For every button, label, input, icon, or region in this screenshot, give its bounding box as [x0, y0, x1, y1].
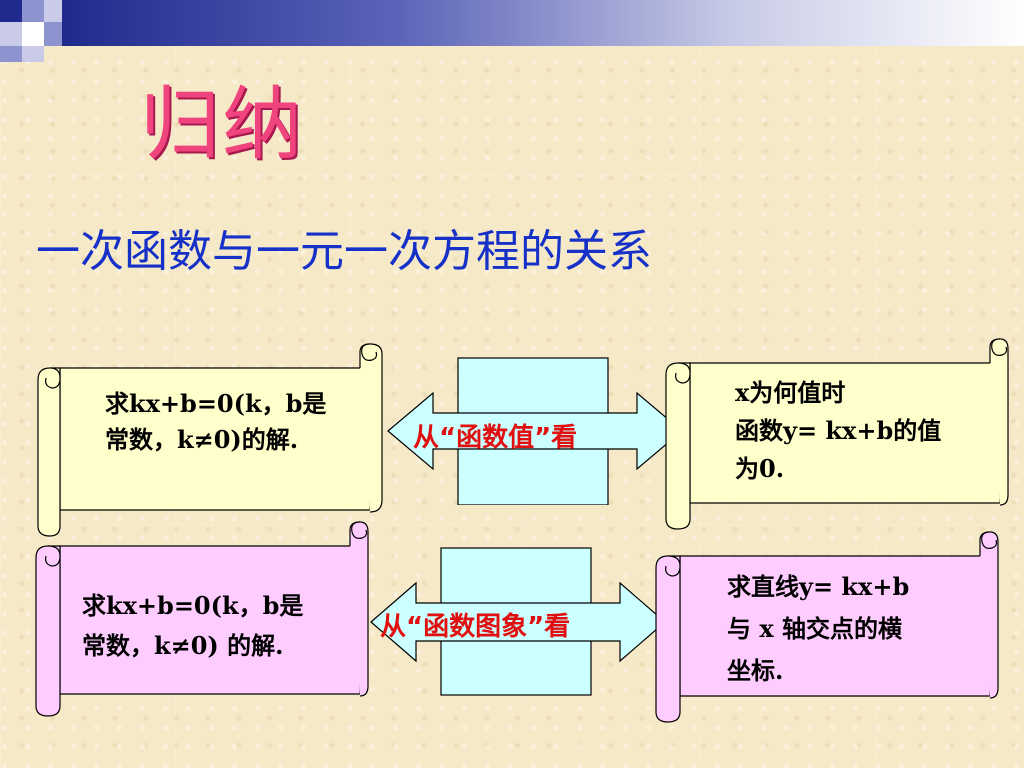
scroll-left-row2	[35, 521, 369, 717]
scroll-right-row2-text: 求直线y= kx+b 与 x 轴交点的横 坐标.	[727, 566, 997, 692]
text-line: 常数，k≠0) 的解.	[82, 631, 284, 660]
decor-square	[22, 46, 44, 62]
slide-subtitle: 一次函数与一元一次方程的关系	[36, 226, 652, 277]
text-line: 求kx+b=0(k，b是	[82, 591, 304, 620]
scroll-right-row1	[665, 338, 1009, 530]
text-line: 坐标.	[727, 656, 784, 685]
decor-square	[0, 0, 22, 22]
text-line: 常数，k≠0)的解.	[105, 425, 299, 454]
top-gradient-band	[62, 0, 1024, 46]
scroll-right-row2	[655, 531, 999, 723]
text-line: 为0.	[735, 454, 785, 483]
slide-title: 归纳	[140, 78, 304, 171]
double-arrow-row1	[387, 357, 683, 505]
text-line: 求直线y= kx+b	[727, 572, 910, 601]
decor-square	[44, 22, 62, 46]
row1-middle-label: 从“函数值”看	[413, 423, 578, 453]
text-line: 求kx+b=0(k，b是	[105, 389, 327, 418]
scroll-left-row2-text: 求kx+b=0(k，b是 常数，k≠0) 的解.	[82, 586, 362, 666]
decor-square	[0, 46, 22, 62]
text-line: 与 x 轴交点的横	[727, 614, 903, 643]
top-decorative-bar	[0, 0, 1024, 62]
decor-square	[44, 0, 62, 22]
decor-square	[22, 22, 44, 46]
double-arrow-row2	[370, 547, 666, 696]
row2-middle-label: 从“函数图象”看	[380, 612, 571, 642]
decor-square	[0, 22, 22, 46]
text-line: x为何值时	[735, 378, 846, 407]
text-line: 函数y= kx+b的值	[735, 416, 942, 445]
decor-square	[22, 0, 44, 22]
scroll-left-row1	[37, 343, 383, 537]
scroll-right-row1-text: x为何值时 函数y= kx+b的值 为0.	[735, 374, 995, 488]
scroll-left-row1-text: 求kx+b=0(k，b是 常数，k≠0)的解.	[105, 386, 375, 458]
